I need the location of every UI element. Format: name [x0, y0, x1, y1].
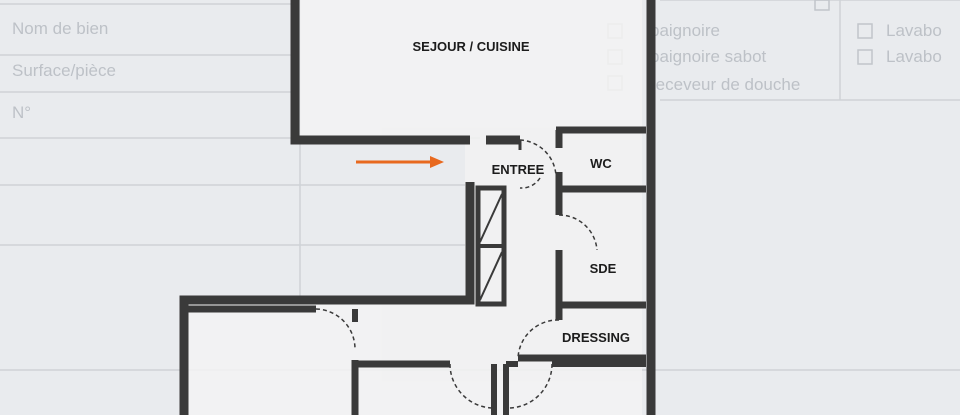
entrance-arrow — [356, 156, 444, 168]
room-label-sejour: SEJOUR / CUISINE — [412, 39, 529, 54]
bg-text-3: N° — [12, 103, 31, 122]
door-swings — [315, 139, 598, 409]
room-label-entree: ENTREE — [492, 162, 545, 177]
bg-text-2: Surface/pièce — [12, 61, 116, 80]
bg-text-right-2: baignoire sabot — [650, 47, 767, 66]
closet-door-diag-1 — [479, 193, 503, 243]
wall-left-lower — [179, 190, 475, 415]
door-swing-left-room — [315, 308, 356, 350]
door-swing-wc — [519, 177, 541, 189]
closet-door-diag-2 — [479, 251, 503, 301]
door-swing-sde — [558, 214, 598, 251]
bg-text-right-4: Lavabo — [886, 21, 942, 40]
arrow-head — [430, 156, 444, 168]
door-swing-right-room — [507, 363, 553, 409]
bg-text-right-3: receveur de douche — [650, 75, 800, 94]
door-swing-dressing — [517, 319, 560, 359]
plan-floor — [184, 0, 642, 415]
room-label-wc: WC — [590, 156, 612, 171]
bg-text-1: Nom de bien — [12, 19, 108, 38]
door-swing-entree — [519, 139, 557, 177]
wall-sejour-left — [290, 0, 470, 145]
bg-text-right-1: baignoire — [650, 21, 720, 40]
room-label-dressing: DRESSING — [562, 330, 630, 345]
bg-text-right-5: Lavabo — [886, 47, 942, 66]
door-swing-bedroom — [449, 363, 495, 409]
room-label-sde: SDE — [590, 261, 617, 276]
walls — [179, 0, 656, 415]
